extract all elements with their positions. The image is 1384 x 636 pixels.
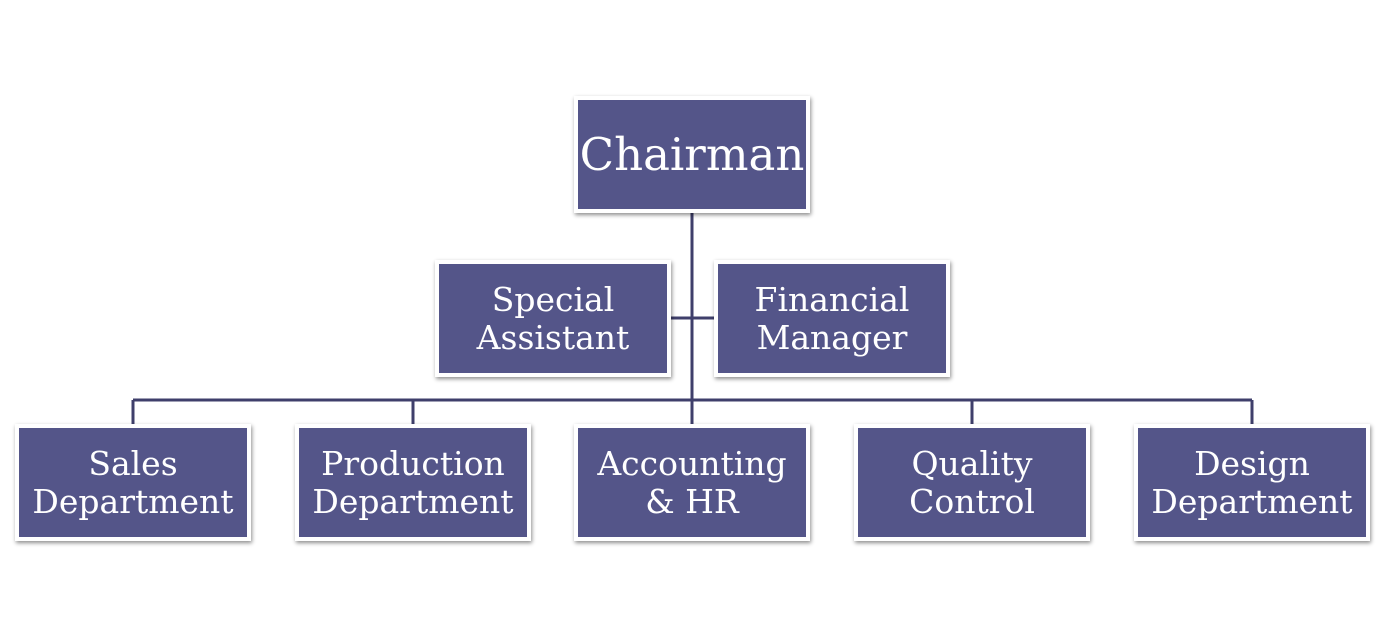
chairman-box: Chairman xyxy=(574,96,810,213)
production-department-line2: Department xyxy=(312,481,514,521)
design-department-box: Design Department xyxy=(1134,424,1370,541)
production-department-line1: Production xyxy=(321,443,505,483)
special-assistant-line1: Special xyxy=(491,279,615,319)
design-department-line2: Department xyxy=(1151,481,1353,521)
sales-department-box: Sales Department xyxy=(15,424,251,541)
financial-manager-box: Financial Manager xyxy=(714,260,950,377)
production-department-box: Production Department xyxy=(295,424,531,541)
quality-control-box: Quality Control xyxy=(854,424,1090,541)
accounting-hr-box: Accounting & HR xyxy=(574,424,810,541)
financial-manager-line2: Manager xyxy=(756,317,908,357)
chairman-label: Chairman xyxy=(579,127,805,181)
special-assistant-box: Special Assistant xyxy=(435,260,671,377)
special-assistant-line2: Assistant xyxy=(476,317,630,357)
financial-manager-line1: Financial xyxy=(754,279,910,319)
sales-department-line1: Sales xyxy=(88,443,178,483)
sales-department-line2: Department xyxy=(32,481,234,521)
quality-control-line2: Control xyxy=(909,481,1035,521)
accounting-hr-line2: & HR xyxy=(645,481,739,521)
accounting-hr-line1: Accounting xyxy=(597,443,787,483)
quality-control-line1: Quality xyxy=(911,443,1033,483)
design-department-line1: Design xyxy=(1194,443,1310,483)
